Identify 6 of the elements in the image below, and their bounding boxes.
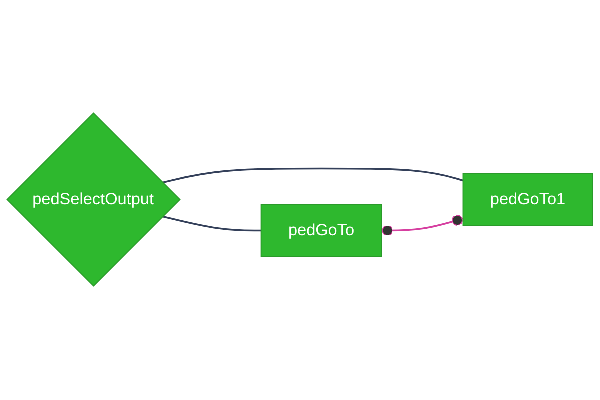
node-diamond: pedSelectOutput <box>6 112 181 288</box>
connector <box>162 216 262 232</box>
node-box: pedGoTo1 <box>462 174 594 226</box>
connector <box>162 168 464 184</box>
connector <box>382 215 464 236</box>
node-box: pedGoTo <box>260 204 382 258</box>
